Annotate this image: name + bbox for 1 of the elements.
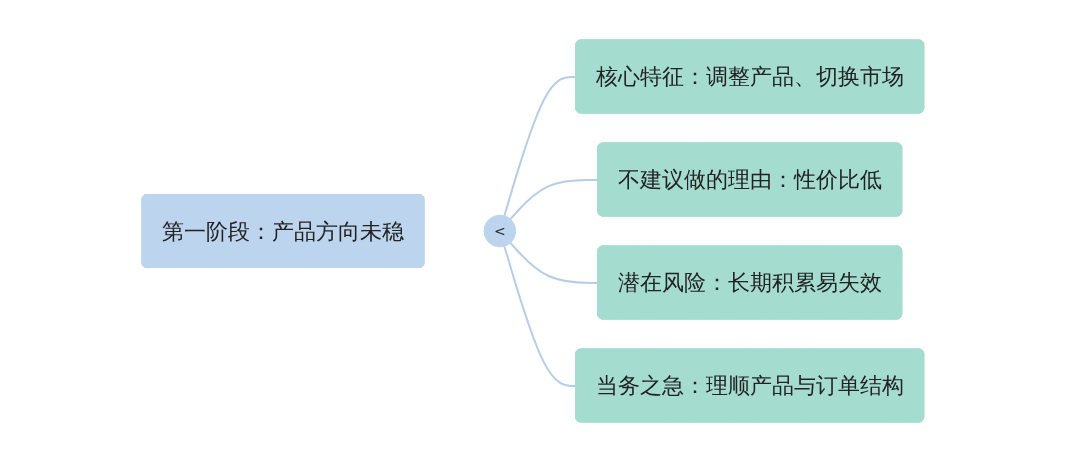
node-circle: < — [483, 214, 517, 248]
